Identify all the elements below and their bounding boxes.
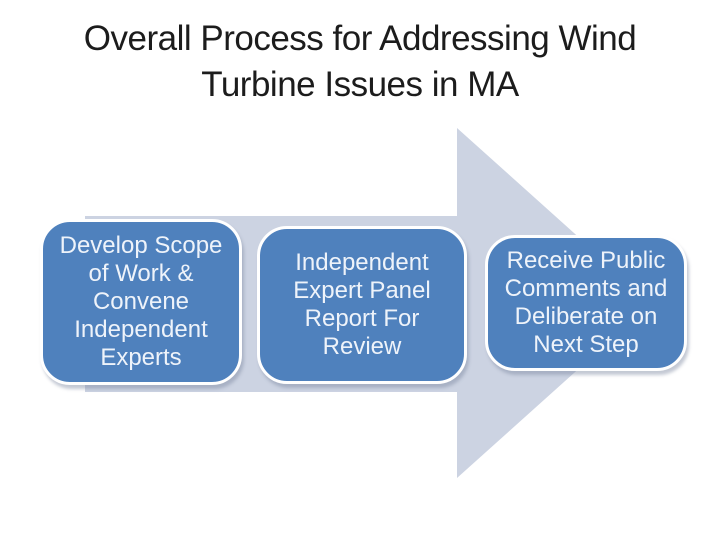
process-step-3-label: Receive Public Comments and Deliberate o… <box>504 247 668 358</box>
process-step-2: Independent Expert Panel Report For Revi… <box>257 226 467 384</box>
process-step-2-label: Independent Expert Panel Report For Revi… <box>293 249 431 360</box>
process-step-3: Receive Public Comments and Deliberate o… <box>485 235 687 371</box>
process-step-1: Develop Scope of Work & Convene Independ… <box>40 219 242 385</box>
process-step-1-label: Develop Scope of Work & Convene Independ… <box>59 232 223 371</box>
slide-title: Overall Process for Addressing Wind Turb… <box>83 19 637 104</box>
